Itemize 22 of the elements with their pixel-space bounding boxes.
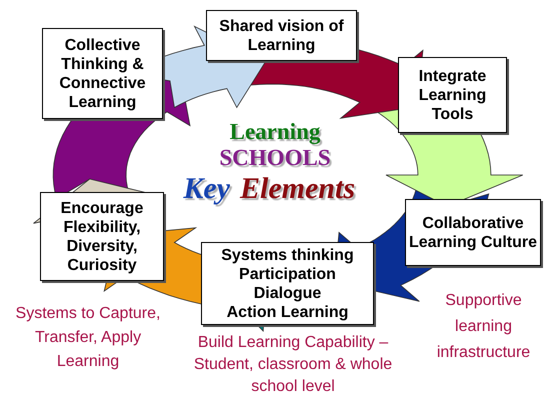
center-title-text: Elements	[240, 171, 356, 207]
box-text: Systems thinking	[221, 246, 354, 264]
text-box	[201, 242, 374, 325]
box-text: Collaborative Learning Culture	[408, 214, 538, 252]
annotation-text: Supportive learning infrastructure	[436, 291, 532, 363]
text-box	[398, 57, 507, 133]
box-text: Integrate Learning Tools	[418, 66, 488, 124]
box-text: Encourage Flexibility, Diversity, Curiosity	[60, 198, 144, 274]
text-box	[405, 199, 541, 266]
annotation-text: Build Learning Capability – Student, classroom & whole school level	[192, 333, 394, 397]
text-box	[42, 28, 163, 119]
box-text: Dialogue	[254, 284, 322, 302]
center-title-text: SCHOOLS	[218, 144, 332, 172]
annotation-text: Systems to Capture, Transfer, Apply Learning	[14, 304, 162, 372]
box-text: Collective Thinking & Connective Learning	[58, 36, 147, 112]
center-title-text: Learning	[228, 118, 322, 146]
box-text: Shared vision of Learning	[218, 16, 345, 54]
box-text: Action Learning	[226, 302, 348, 322]
text-box	[40, 192, 164, 281]
box-text: Participation	[239, 264, 336, 284]
center-title-text: Key	[182, 171, 230, 207]
text-box	[206, 10, 357, 61]
